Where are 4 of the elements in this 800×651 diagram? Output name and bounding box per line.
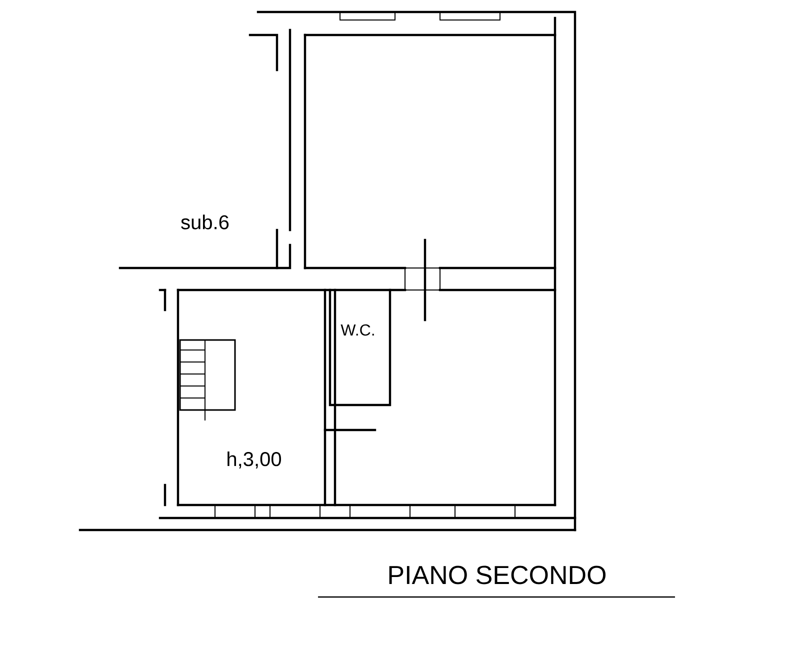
room-label: h,3,00 bbox=[228, 451, 282, 469]
plan-title: PIANO SECONDO bbox=[389, 566, 606, 584]
room-label: sub.6 bbox=[181, 214, 229, 230]
room-label: W.C. bbox=[340, 324, 374, 336]
